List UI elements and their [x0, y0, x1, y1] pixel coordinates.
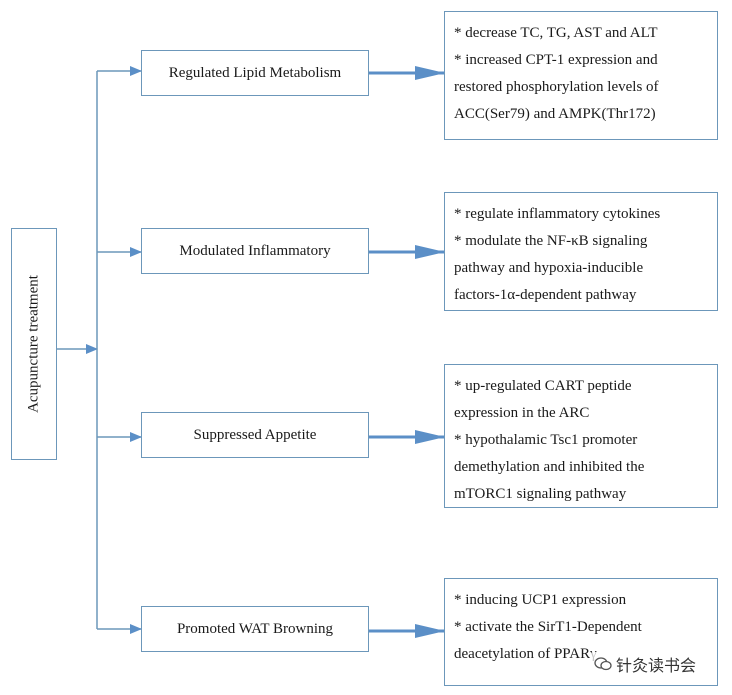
- detail-line: pathway and hypoxia-inducible: [454, 260, 644, 276]
- detail-line: * inducing UCP1 expression: [454, 592, 627, 608]
- branch-inflammatory: Modulated Inflammatory: [141, 228, 369, 274]
- detail-box-inflammatory: * regulate inflammatory cytokines * modu…: [444, 192, 718, 311]
- watermark-text: 针灸读书会: [616, 656, 697, 675]
- watermark: 针灸读书会: [590, 652, 701, 676]
- detail-line: * modulate the NF-κB signaling: [454, 233, 648, 249]
- branch-appetite: Suppressed Appetite: [141, 412, 369, 458]
- detail-box-appetite: * up-regulated CART peptide expression i…: [444, 364, 718, 508]
- detail-line: deacetylation of PPARγ: [454, 646, 597, 662]
- detail-box-lipid: * decrease TC, TG, AST and ALT * increas…: [444, 11, 718, 140]
- root-node: Acupuncture treatment: [11, 228, 57, 460]
- detail-line: * up-regulated CART peptide: [454, 378, 632, 394]
- branch-label: Regulated Lipid Metabolism: [168, 64, 342, 81]
- detail-line: * activate the SirT1-Dependent: [454, 619, 642, 635]
- root-label: Acupuncture treatment: [25, 275, 42, 413]
- branch-label: Modulated Inflammatory: [179, 242, 331, 259]
- detail-line: expression in the ARC: [454, 405, 590, 421]
- detail-line: ACC(Ser79) and AMPK(Thr172): [454, 106, 656, 122]
- detail-line: * hypothalamic Tsc1 promoter: [454, 432, 638, 448]
- wechat-icon: [594, 657, 612, 671]
- detail-line: factors-1α-dependent pathway: [454, 287, 637, 303]
- detail-line: * increased CPT-1 expression and: [454, 52, 658, 68]
- detail-line: restored phosphorylation levels of: [454, 79, 659, 95]
- detail-line: mTORC1 signaling pathway: [454, 486, 627, 502]
- branch-label: Promoted WAT Browning: [176, 620, 334, 637]
- detail-line: * decrease TC, TG, AST and ALT: [454, 25, 658, 41]
- detail-line: demethylation and inhibited the: [454, 459, 645, 475]
- branch-lipid-metabolism: Regulated Lipid Metabolism: [141, 50, 369, 96]
- branch-wat-browning: Promoted WAT Browning: [141, 606, 369, 652]
- detail-line: * regulate inflammatory cytokines: [454, 206, 661, 222]
- branch-label: Suppressed Appetite: [193, 426, 317, 443]
